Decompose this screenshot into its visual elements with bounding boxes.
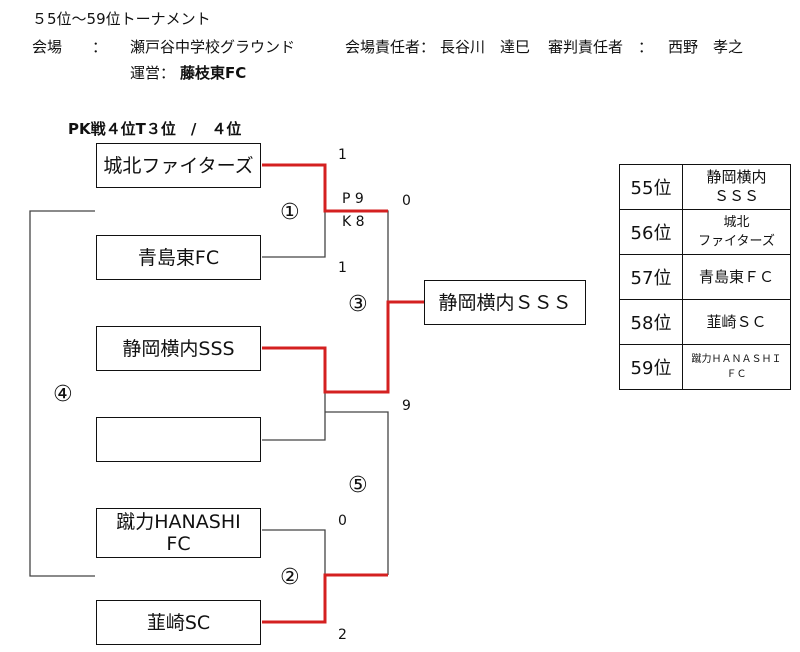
team-name: 韮崎SC <box>146 611 211 634</box>
match-number-5: ⑤ <box>348 473 368 498</box>
rank-place: 55位 <box>619 164 683 210</box>
rank-place: 57位 <box>619 254 683 300</box>
rank-place: 58位 <box>619 299 683 345</box>
bracket-line <box>262 392 326 441</box>
score-m3-top: 0 <box>402 193 411 209</box>
venue-name: 瀬戸谷中学校グラウンド <box>130 38 296 56</box>
pk-score-top: P 9 <box>342 191 364 207</box>
match-number-1: ① <box>280 200 300 225</box>
pk-score-bottom: K 8 <box>342 214 365 230</box>
winner-line <box>262 163 388 213</box>
rank-team-line1: 静岡横内 <box>706 168 767 186</box>
bracket-note: PK戦４位T３位 / ４位 <box>68 120 242 138</box>
venue-manager-label: 会場責任者： <box>345 38 436 56</box>
winner-line <box>262 300 424 394</box>
score-m2-top: 0 <box>338 513 347 529</box>
rank-team-line2: ＦＣ <box>726 369 747 380</box>
score-m5-top: 9 <box>402 398 411 414</box>
team-box-aoshimahigashi: 青島東FC <box>96 235 261 280</box>
rank-team: 韮崎ＳＣ <box>682 299 791 345</box>
team-name-line2: FC <box>166 533 191 555</box>
bracket-line <box>325 411 389 575</box>
score-m1-top: 1 <box>338 147 347 163</box>
rank-team: 静岡横内 ＳＳＳ <box>682 164 791 210</box>
rank-place: 56位 <box>619 209 683 255</box>
referee-manager-name: 西野 孝之 <box>668 38 744 56</box>
rank-team: 蹴力ＨＡＮＡＳＨＩ ＦＣ <box>682 344 791 390</box>
bracket-line <box>262 211 326 258</box>
team-name: 静岡横内SSS <box>122 337 235 360</box>
table-row: 59位 蹴力ＨＡＮＡＳＨＩ ＦＣ <box>619 344 791 390</box>
venue-label: 会場 ： <box>32 38 108 56</box>
team-name-line1: 蹴力HANASHI <box>116 511 241 533</box>
rank-place: 59位 <box>619 344 683 390</box>
winner-box: 静岡横内ＳＳＳ <box>424 280 586 325</box>
winner-line <box>262 573 388 624</box>
team-name: 城北ファイターズ <box>103 154 254 177</box>
team-box-johoku: 城北ファイターズ <box>96 143 261 188</box>
page-title: ５5位～59位トーナメント <box>32 10 211 28</box>
operation-label: 運営： <box>130 64 176 82</box>
table-row: 58位 韮崎ＳＣ <box>619 299 791 345</box>
venue-manager-name: 長谷川 達巳 <box>440 38 531 56</box>
bracket-line <box>262 529 326 575</box>
ranking-table: 55位 静岡横内 ＳＳＳ 56位 城北 ファイターズ 57位 青島東ＦＣ 58位… <box>619 164 791 390</box>
referee-manager-label: 審判責任者 ： <box>548 38 654 56</box>
rank-team-line1: 韮崎ＳＣ <box>706 312 767 331</box>
operation-name: 藤枝東FC <box>180 64 247 82</box>
score-m2-bottom: 2 <box>338 627 347 643</box>
winner-name: 静岡横内ＳＳＳ <box>438 291 572 314</box>
team-name: 青島東FC <box>137 246 220 269</box>
rank-team-line1: 城北 <box>723 215 750 230</box>
bracket-line <box>29 210 95 577</box>
match-number-2: ② <box>280 565 300 590</box>
table-row: 57位 青島東ＦＣ <box>619 254 791 300</box>
rank-team: 青島東ＦＣ <box>682 254 791 300</box>
team-box-shizuoka-yokouchi: 静岡横内SSS <box>96 326 261 371</box>
rank-team-line2: ファイターズ <box>698 234 775 249</box>
rank-team-line1: 青島東ＦＣ <box>698 267 774 286</box>
score-m1-bottom: 1 <box>338 260 347 276</box>
table-row: 55位 静岡横内 ＳＳＳ <box>619 164 791 210</box>
team-box-empty <box>96 417 261 462</box>
table-row: 56位 城北 ファイターズ <box>619 209 791 255</box>
team-box-nirasaki: 韮崎SC <box>96 600 261 645</box>
match-number-4: ④ <box>53 382 73 407</box>
rank-team: 城北 ファイターズ <box>682 209 791 255</box>
match-number-3: ③ <box>348 292 368 317</box>
team-box-shuryoku-hanashi: 蹴力HANASHI FC <box>96 508 261 558</box>
rank-team-line1: 蹴力ＨＡＮＡＳＨＩ <box>691 354 782 365</box>
rank-team-line2: ＳＳＳ <box>713 187 759 205</box>
